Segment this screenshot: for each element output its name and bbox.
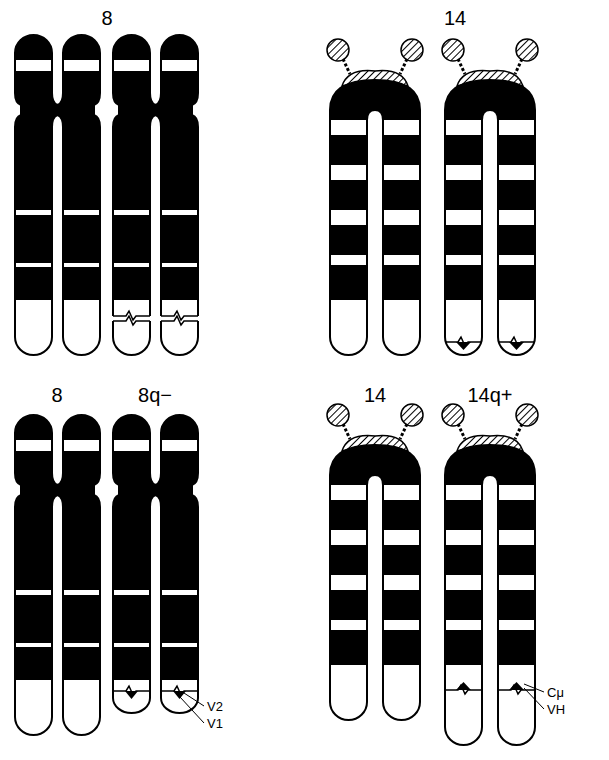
gene-label: V2	[207, 700, 223, 713]
chromosome-14-break	[440, 39, 540, 380]
chromosome-number: 14	[364, 385, 386, 405]
chromosome-14q-plus	[440, 404, 540, 755]
chromosome-8q-minus	[108, 413, 203, 743]
chromosome-14	[325, 39, 425, 380]
chromosome-8	[10, 413, 105, 743]
chromosome-14	[325, 404, 425, 745]
gene-label: V1	[207, 717, 223, 730]
leader-lines	[180, 684, 544, 723]
chromosome-number: 8q−	[138, 385, 172, 405]
gene-label: VH	[547, 703, 565, 716]
gene-label: Cμ	[547, 686, 564, 699]
chromosome-number: 8	[51, 385, 62, 405]
chromosome-8	[10, 33, 105, 363]
chromosome-number: 14q+	[467, 385, 512, 405]
chromosome-number: 8	[101, 8, 112, 28]
chromosome-number: 14	[444, 8, 466, 28]
chromosome-8-break	[108, 33, 203, 363]
